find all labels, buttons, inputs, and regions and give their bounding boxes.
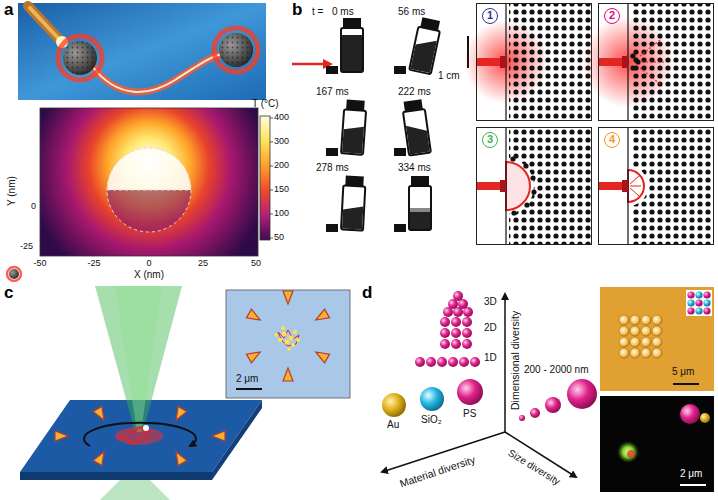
colorbar-tick: 50 [274, 232, 284, 242]
time-label: 334 ms [398, 162, 431, 174]
panel-letter: a [4, 0, 13, 20]
schematic-box: 4 [598, 127, 714, 245]
schematic-box: 3 [476, 127, 592, 245]
axis-tick: 50 [251, 258, 261, 268]
scale-label: 5 μm [672, 366, 694, 378]
step-number: 1 [482, 8, 498, 24]
material-label: Au [387, 419, 399, 431]
colorbar-tick: 150 [274, 184, 289, 194]
step-number: 2 [604, 8, 620, 24]
size-label: 200 - 2000 nm [524, 364, 589, 376]
scale-label: 1 cm [438, 70, 460, 82]
schematic-box: 1 [476, 3, 592, 121]
colorbar-tick: 100 [274, 208, 289, 218]
axis-tick: -25 [87, 258, 100, 268]
panel-letter: b [292, 0, 302, 20]
dimension-label: 3D [484, 296, 497, 308]
panel-letter: c [4, 283, 13, 303]
step-number: 4 [604, 132, 620, 148]
axis-tick: -25 [20, 241, 33, 251]
step-number: 3 [482, 132, 498, 148]
axis-title: Material diversity [398, 453, 477, 489]
dimension-label: 1D [484, 352, 497, 364]
axis-title: X (nm) [134, 269, 164, 281]
axis-title: Y (nm) [6, 176, 18, 206]
dimension-label: 2D [484, 322, 497, 334]
axis-title: Dimensional diversity [509, 311, 521, 410]
material-label: SiO₂ [421, 414, 442, 426]
time-label: 56 ms [398, 6, 425, 18]
time-label: t = [312, 6, 323, 18]
panel-letter: d [362, 283, 372, 303]
axis-tick: 0 [146, 258, 151, 268]
schematic-box: 2 [598, 3, 714, 121]
scale-label: 2 μm [680, 468, 702, 480]
colorbar-tick: 200 [274, 160, 289, 170]
time-label: 0 ms [332, 6, 354, 18]
colorbar-title: T (°C) [252, 98, 279, 110]
axis-title: Size diversity [506, 447, 562, 488]
time-label: 167 ms [316, 86, 349, 98]
scale-label: 2 μm [236, 373, 258, 385]
time-label: 222 ms [398, 86, 431, 98]
time-label: 278 ms [316, 162, 349, 174]
axis-tick: -50 [33, 258, 46, 268]
colorbar-tick: 400 [274, 112, 289, 122]
material-label: PS [463, 408, 476, 420]
axis-tick: 0 [31, 201, 36, 211]
axis-tick: 25 [198, 258, 208, 268]
colorbar-tick: 300 [274, 136, 289, 146]
